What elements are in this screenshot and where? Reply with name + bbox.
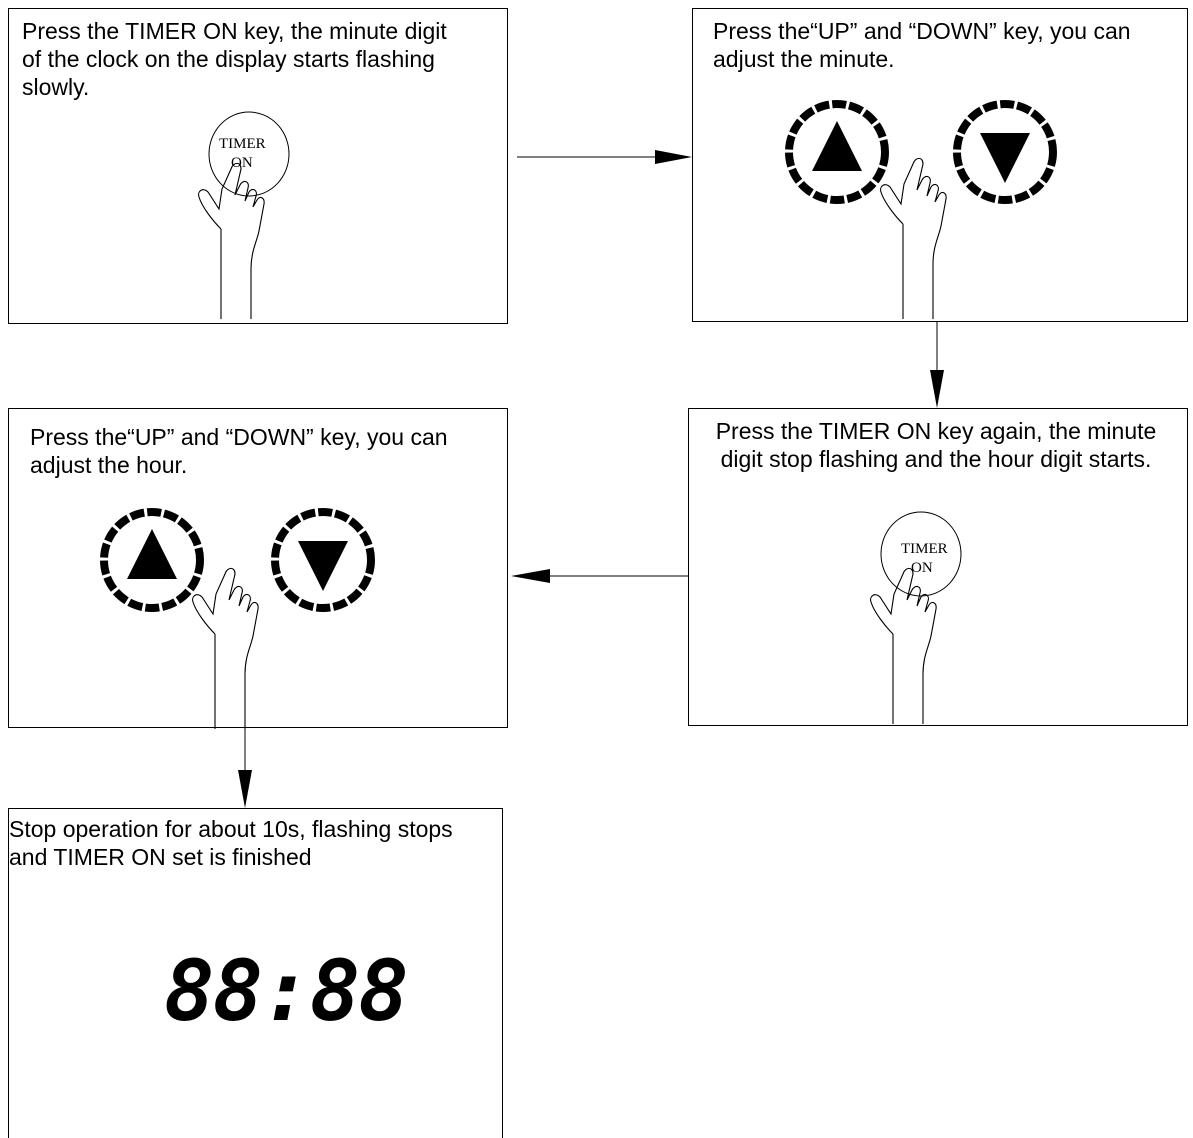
- arrow-down-icon: [238, 728, 252, 808]
- down-triangle-icon: [980, 133, 1030, 183]
- up-button-icon: [785, 100, 889, 204]
- step-4-text: Press the“UP” and “DOWN” key, you can ad…: [30, 424, 448, 478]
- step-3-text: Press the TIMER ON key again, the minute…: [715, 418, 1157, 472]
- hand-pointer-icon: [192, 567, 259, 729]
- step-4-panel: Press the“UP” and “DOWN” key, you can ad…: [8, 408, 508, 729]
- down-button-icon: [271, 508, 375, 612]
- timer-label-line2: ON: [231, 155, 253, 171]
- step-5-panel: Stop operation for about 10s, flashing s…: [8, 808, 503, 1138]
- up-triangle-icon: [812, 121, 862, 171]
- arrow-right-icon: [517, 150, 692, 164]
- hand-pointer-icon: [198, 162, 265, 319]
- timer-on-button-icon: [208, 111, 290, 197]
- up-triangle-icon: [127, 529, 177, 579]
- step-2-panel: Press the“UP” and “DOWN” key, you can ad…: [692, 8, 1188, 322]
- down-button-icon: [953, 100, 1057, 204]
- hand-pointer-icon: [880, 157, 947, 319]
- timer-on-illustration: TIMER ON: [198, 111, 290, 319]
- timer-label-line1: TIMER: [219, 136, 266, 152]
- step-1-text: Press the TIMER ON key, the minute digit…: [22, 18, 447, 100]
- clock-display: 88:88: [164, 942, 409, 1040]
- down-triangle-icon: [298, 541, 348, 591]
- up-button-icon: [100, 508, 204, 612]
- up-down-illustration: [785, 100, 1057, 319]
- timer-on-illustration: TIMER ON: [870, 511, 962, 724]
- hand-pointer-icon: [870, 567, 937, 724]
- step-5-text: Stop operation for about 10s, flashing s…: [9, 816, 453, 870]
- arrow-down-icon: [930, 322, 944, 408]
- timer-label-line1: TIMER: [901, 541, 948, 557]
- timer-label-line2: ON: [911, 560, 933, 576]
- step-1-panel: Press the TIMER ON key, the minute digit…: [8, 8, 508, 324]
- step-2-text: Press the“UP” and “DOWN” key, you can ad…: [713, 18, 1131, 72]
- up-down-illustration: [100, 508, 375, 729]
- arrow-left-icon: [511, 569, 688, 583]
- step-3-panel: Press the TIMER ON key again, the minute…: [688, 408, 1188, 726]
